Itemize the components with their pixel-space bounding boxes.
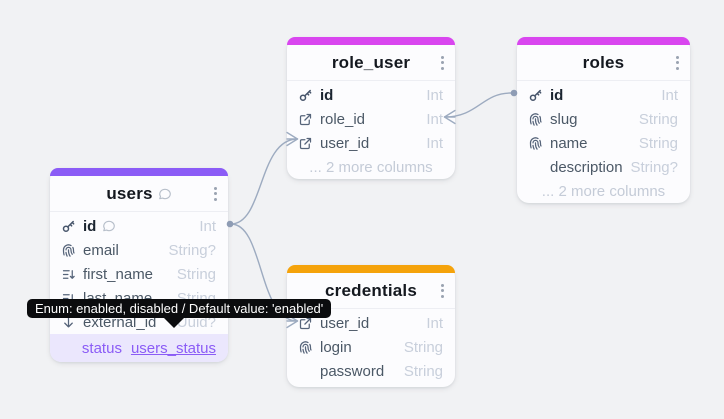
- enum-type-link[interactable]: users_status: [130, 339, 216, 357]
- column-name: slug: [550, 110, 578, 128]
- column-name: password: [320, 362, 385, 380]
- column-row-id[interactable]: id Int: [517, 83, 690, 107]
- column-name: email: [83, 241, 119, 259]
- key-icon: [528, 87, 544, 103]
- column-row-status[interactable]: status users_status: [50, 334, 228, 362]
- table-header-roles[interactable]: roles: [517, 45, 690, 81]
- column-type: String: [403, 362, 443, 380]
- comment-icon: [102, 219, 116, 233]
- enum-tooltip: Enum: enabled, disabled / Default value:…: [27, 299, 332, 318]
- column-row-slug[interactable]: slug String: [517, 107, 690, 131]
- column-type: Int: [426, 86, 443, 104]
- column-name: name: [550, 134, 588, 152]
- column-type: String?: [168, 241, 216, 259]
- table-accent-bar: [287, 37, 455, 45]
- column-row-password[interactable]: password String: [287, 359, 455, 383]
- column-row-first_name[interactable]: first_name String: [50, 262, 228, 286]
- column-type: Int: [199, 217, 216, 235]
- column-name: status: [81, 339, 122, 357]
- foreign-key-icon: [298, 111, 314, 127]
- table-accent-bar: [287, 265, 455, 273]
- table-header-credentials[interactable]: credentials: [287, 273, 455, 309]
- column-name: first_name: [83, 265, 154, 283]
- column-name: id: [83, 217, 97, 235]
- table-accent-bar: [517, 37, 690, 45]
- key-icon: [298, 87, 314, 103]
- column-type: String: [403, 338, 443, 356]
- column-name: description: [550, 158, 623, 176]
- column-type: Int: [426, 134, 443, 152]
- foreign-key-icon: [298, 315, 314, 331]
- column-type: Int: [661, 86, 678, 104]
- column-name: id: [320, 86, 334, 104]
- table-menu-kebab-icon[interactable]: [674, 54, 681, 72]
- table-title: users: [106, 183, 153, 203]
- more-columns-label: ... 2 more columns: [309, 158, 433, 176]
- table-header-role_user[interactable]: role_user: [287, 45, 455, 81]
- column-row-user_id[interactable]: user_id Int: [287, 311, 455, 335]
- column-name: login: [320, 338, 352, 356]
- column-type: String?: [630, 158, 678, 176]
- table-title: role_user: [331, 52, 411, 72]
- column-type: String: [638, 110, 678, 128]
- column-type: String: [638, 134, 678, 152]
- column-type: String: [176, 265, 216, 283]
- column-row-name[interactable]: name String: [517, 131, 690, 155]
- comment-icon: [158, 187, 172, 201]
- column-row-email[interactable]: email String?: [50, 238, 228, 262]
- sort-descending-icon: [61, 266, 77, 282]
- column-row-login[interactable]: login String: [287, 335, 455, 359]
- column-name: user_id: [320, 134, 370, 152]
- column-row-id[interactable]: id Int: [287, 83, 455, 107]
- key-icon: [61, 218, 77, 234]
- more-columns-label: ... 2 more columns: [541, 182, 666, 200]
- more-columns-row[interactable]: ... 2 more columns: [517, 179, 690, 203]
- foreign-key-icon: [298, 135, 314, 151]
- table-accent-bar: [50, 168, 228, 176]
- fingerprint-icon: [528, 111, 544, 127]
- table-menu-kebab-icon[interactable]: [439, 282, 446, 300]
- table-menu-kebab-icon[interactable]: [212, 185, 219, 203]
- column-row-id[interactable]: id Int: [50, 214, 228, 238]
- more-columns-row[interactable]: ... 2 more columns: [287, 155, 455, 179]
- column-name: user_id: [320, 314, 370, 332]
- column-type: Int: [426, 314, 443, 332]
- enum-tooltip-caret: [163, 317, 185, 328]
- fingerprint-icon: [528, 135, 544, 151]
- column-row-user_id[interactable]: user_id Int: [287, 131, 455, 155]
- arrow-down-icon: [61, 314, 77, 330]
- column-name: id: [550, 86, 564, 104]
- table-title: credentials: [325, 280, 417, 300]
- fingerprint-icon: [298, 339, 314, 355]
- column-row-description[interactable]: description String?: [517, 155, 690, 179]
- column-row-role_id[interactable]: role_id Int: [287, 107, 455, 131]
- table-title: roles: [582, 52, 625, 72]
- table-header-users[interactable]: users: [50, 176, 228, 212]
- fingerprint-icon: [61, 242, 77, 258]
- column-name: role_id: [320, 110, 366, 128]
- column-type: Int: [426, 110, 443, 128]
- table-menu-kebab-icon[interactable]: [439, 54, 446, 72]
